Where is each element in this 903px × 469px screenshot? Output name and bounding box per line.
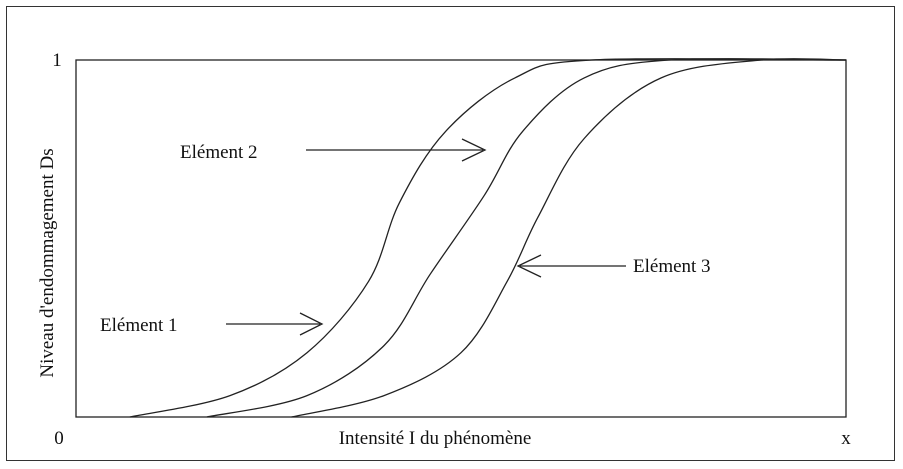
y-tick-label-top: 1 <box>52 50 62 71</box>
annotation-arrow-element-2 <box>306 138 487 162</box>
plot-area <box>75 59 847 418</box>
series-line-element-2 <box>206 58 847 418</box>
annotation-label-element-3: Elément 3 <box>633 256 711 277</box>
chart-frame <box>6 6 895 461</box>
y-axis-label: Niveau d'endommagement Ds <box>37 148 58 377</box>
annotation-arrow-element-3 <box>516 254 626 278</box>
series-line-element-1 <box>129 58 847 418</box>
annotation-arrow-element-1 <box>226 312 324 336</box>
annotation-label-element-2: Elément 2 <box>180 142 258 163</box>
x-tick-label-end: x <box>841 428 851 449</box>
annotation-label-element-1: Elément 1 <box>100 315 178 336</box>
series-line-element-3 <box>291 58 847 418</box>
series-curves <box>129 58 847 418</box>
x-axis-label: Intensité I du phénomène <box>339 428 532 449</box>
x-tick-label-origin: 0 <box>54 428 64 449</box>
